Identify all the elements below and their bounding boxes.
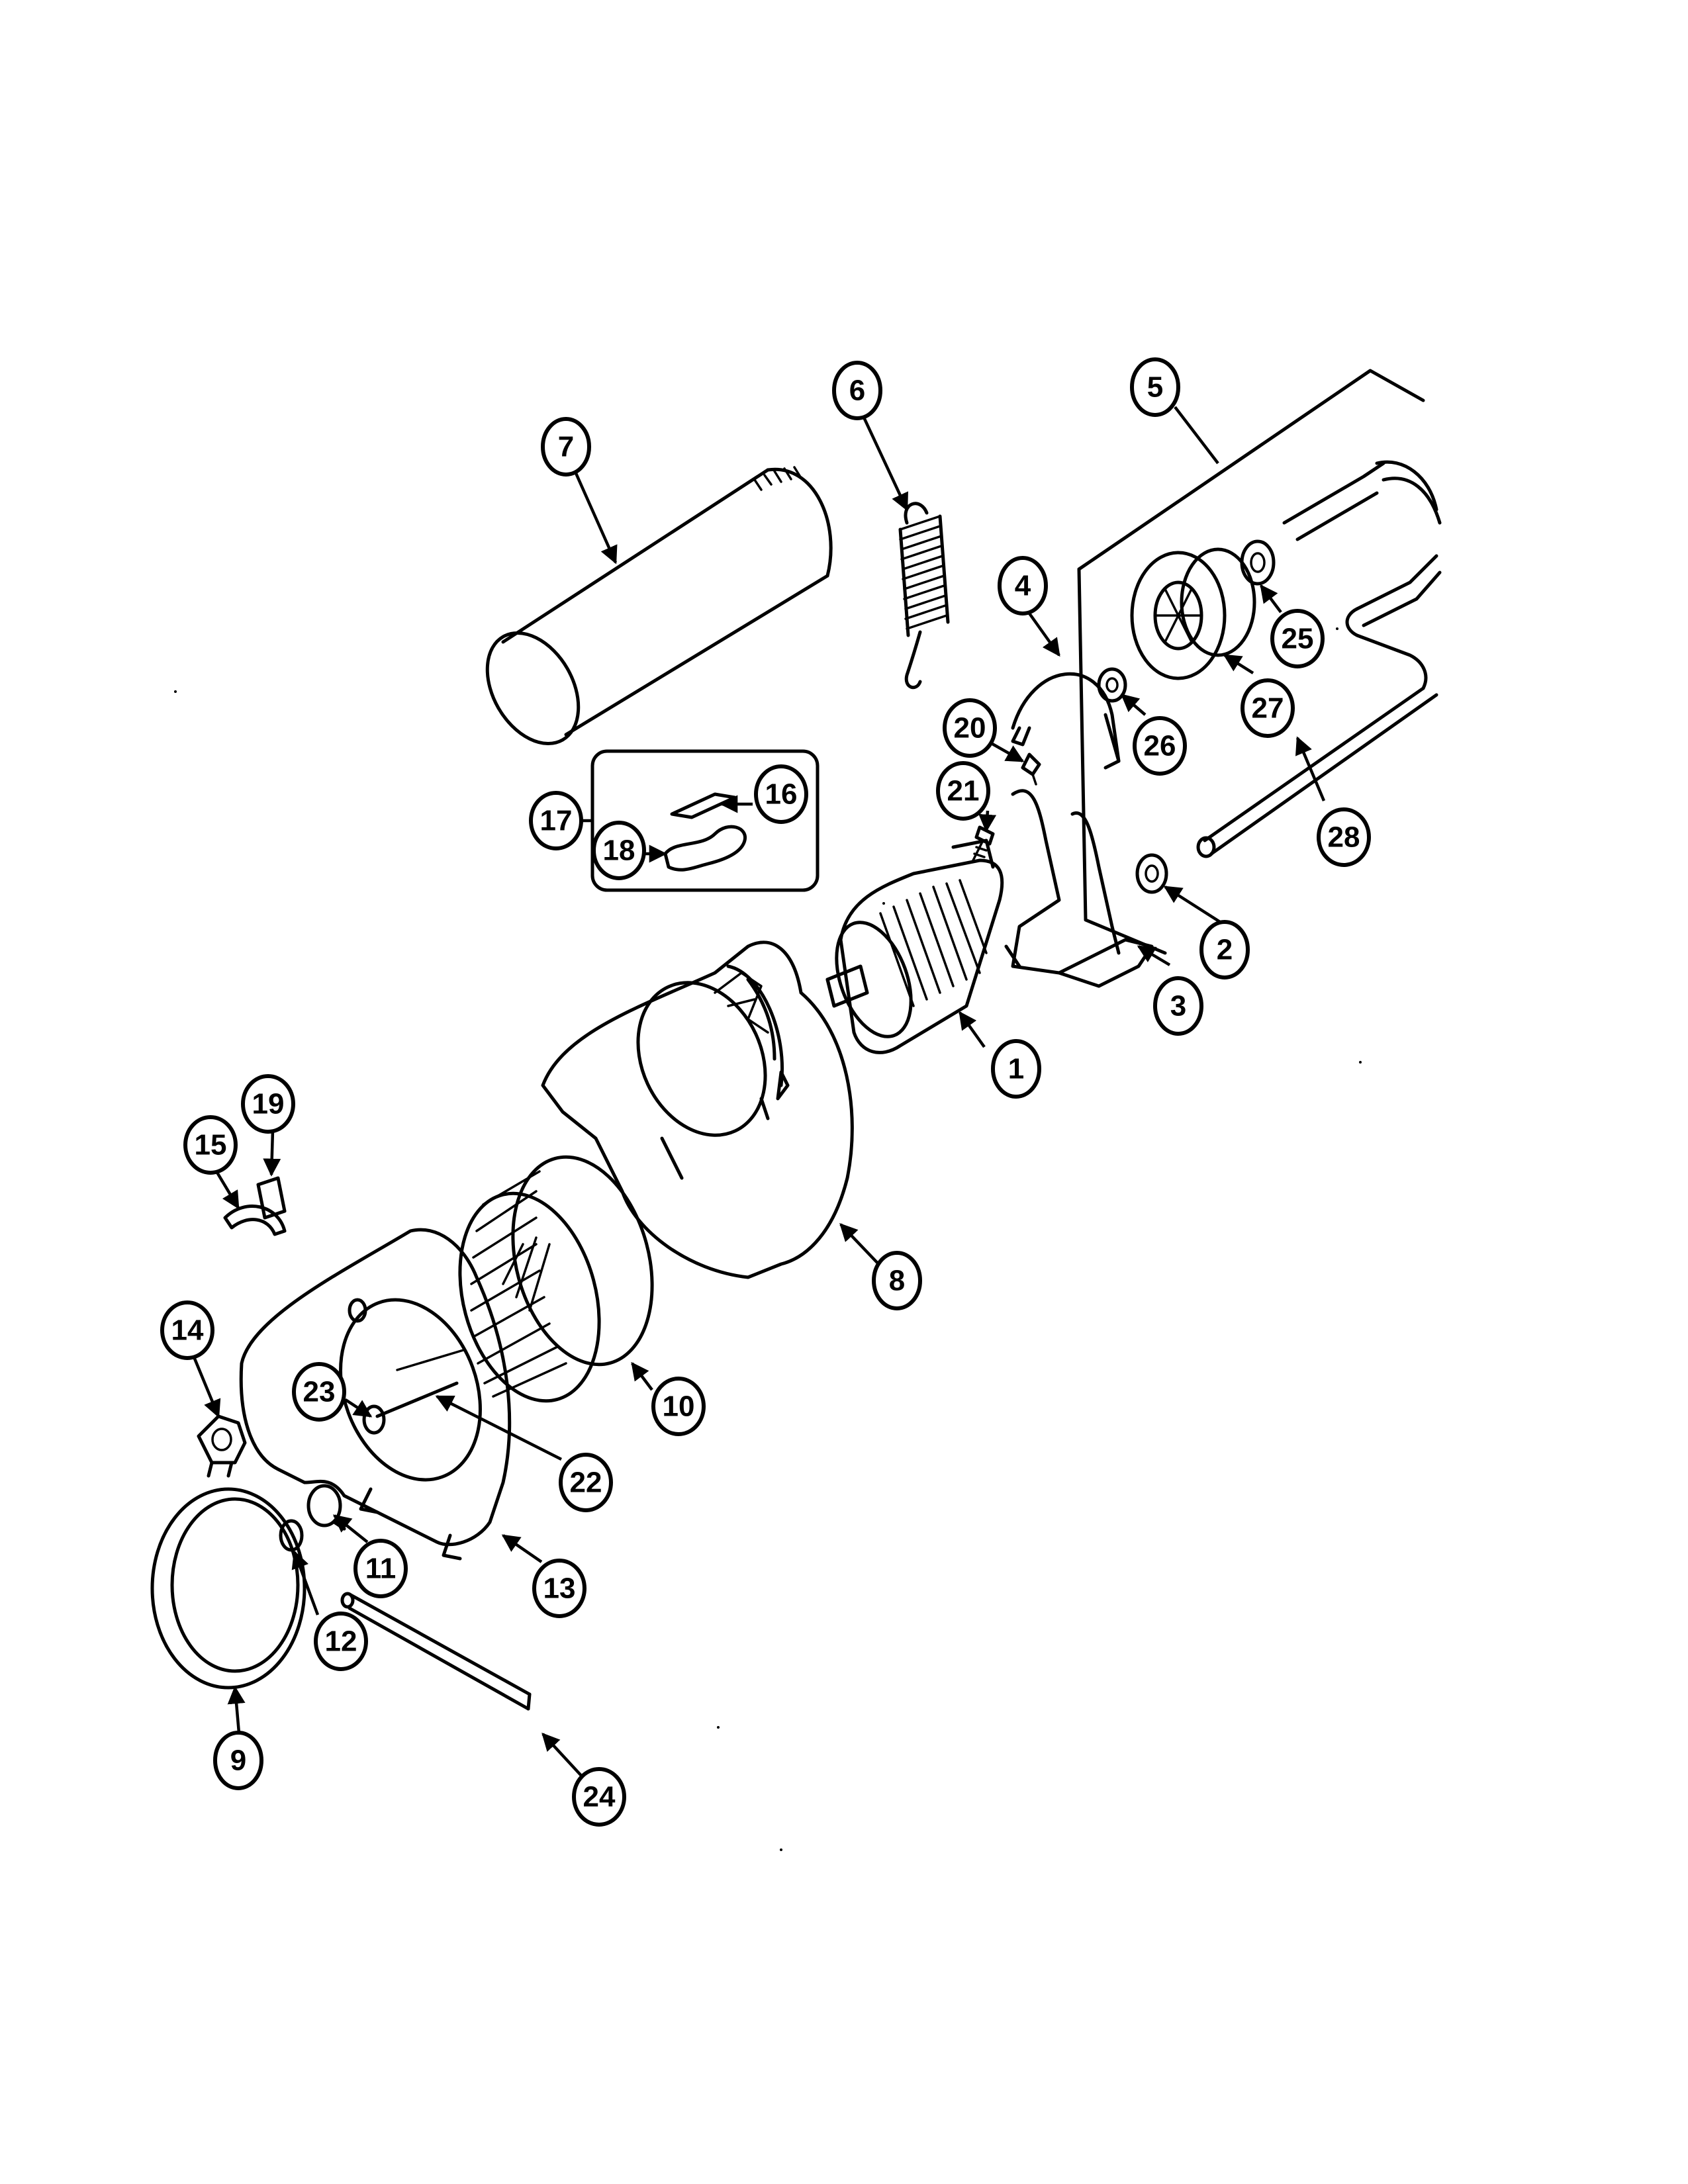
part-shaft-22 xyxy=(375,1381,459,1418)
svg-text:20: 20 xyxy=(954,712,986,745)
svg-text:1: 1 xyxy=(1008,1053,1024,1085)
part-seal-15 xyxy=(223,1205,287,1236)
svg-text:3: 3 xyxy=(1170,990,1186,1023)
callout-15: 15 xyxy=(183,1115,238,1175)
svg-text:11: 11 xyxy=(365,1553,397,1585)
svg-text:18: 18 xyxy=(603,835,635,867)
part-clamp-11 xyxy=(306,1484,346,1531)
callout-19: 19 xyxy=(241,1074,295,1134)
callout-3: 3 xyxy=(1153,976,1203,1036)
callout-6: 6 xyxy=(832,361,882,420)
callout-25: 25 xyxy=(1270,609,1325,668)
callout-4: 4 xyxy=(998,556,1048,615)
callout-24: 24 xyxy=(572,1767,626,1827)
part-blower-housing xyxy=(541,940,854,1279)
part-motor-bracket xyxy=(1004,789,1154,988)
part-washer-2 xyxy=(1135,853,1168,894)
svg-text:10: 10 xyxy=(663,1390,695,1423)
svg-text:8: 8 xyxy=(889,1265,905,1297)
callout-13: 13 xyxy=(532,1559,586,1618)
part-thermostat-14 xyxy=(197,1414,247,1478)
callout-22: 22 xyxy=(559,1453,613,1512)
svg-text:26: 26 xyxy=(1144,730,1176,762)
svg-text:9: 9 xyxy=(230,1745,246,1777)
svg-text:13: 13 xyxy=(543,1572,576,1605)
svg-text:5: 5 xyxy=(1147,371,1163,404)
callout-23: 23 xyxy=(292,1362,346,1422)
callout-17: 17 xyxy=(529,791,583,850)
callout-7: 7 xyxy=(541,417,591,477)
svg-text:21: 21 xyxy=(947,775,980,807)
callout-28: 28 xyxy=(1317,807,1371,867)
svg-text:2: 2 xyxy=(1217,934,1233,966)
callout-1: 1 xyxy=(991,1039,1041,1099)
svg-text:28: 28 xyxy=(1328,821,1360,854)
part-strap-24 xyxy=(340,1592,532,1711)
svg-text:22: 22 xyxy=(570,1467,602,1499)
part-frame-corner xyxy=(1077,369,1425,955)
part-ring-12 xyxy=(279,1519,304,1552)
callout-8: 8 xyxy=(872,1251,922,1310)
svg-text:4: 4 xyxy=(1015,570,1031,602)
svg-text:23: 23 xyxy=(303,1376,336,1408)
svg-text:17: 17 xyxy=(540,805,573,837)
part-nut-23 xyxy=(362,1404,386,1435)
part-drive-motor xyxy=(825,839,1004,1054)
callout-27: 27 xyxy=(1241,678,1295,738)
part-idler-pulley xyxy=(1130,547,1256,680)
part-drive-belt xyxy=(150,1487,306,1690)
part-tube-rod xyxy=(1196,460,1442,858)
svg-text:12: 12 xyxy=(325,1625,357,1658)
callout-2: 2 xyxy=(1199,920,1250,979)
part-motor-clip xyxy=(1011,672,1121,770)
svg-text:19: 19 xyxy=(252,1088,285,1120)
svg-text:14: 14 xyxy=(171,1314,204,1347)
callout-10: 10 xyxy=(651,1377,706,1436)
callout-20: 20 xyxy=(943,698,997,758)
part-tension-spring xyxy=(898,502,950,690)
callout-5: 5 xyxy=(1130,357,1180,417)
callout-16: 16 xyxy=(754,764,808,824)
svg-text:6: 6 xyxy=(849,375,865,407)
callout-26: 26 xyxy=(1133,716,1187,776)
svg-text:27: 27 xyxy=(1252,692,1284,725)
leader-lines xyxy=(191,406,1326,1778)
callout-11: 11 xyxy=(353,1539,408,1598)
part-cylinder-sleeve xyxy=(485,466,833,746)
part-washer-25 xyxy=(1240,539,1276,586)
part-screw-20 xyxy=(1021,752,1041,786)
callout-9: 9 xyxy=(213,1731,263,1790)
scan-specks xyxy=(174,627,1362,1851)
svg-text:15: 15 xyxy=(195,1129,227,1161)
part-blower-cover-plate xyxy=(239,1228,512,1561)
svg-text:7: 7 xyxy=(558,431,574,463)
svg-text:24: 24 xyxy=(583,1781,616,1813)
callout-12: 12 xyxy=(314,1612,368,1671)
callout-18: 18 xyxy=(592,821,646,880)
callout-14: 14 xyxy=(160,1300,214,1360)
part-blower-wheel xyxy=(458,1155,654,1403)
svg-text:16: 16 xyxy=(765,778,798,811)
part-pad-19 xyxy=(256,1176,287,1220)
callout-21: 21 xyxy=(936,761,990,821)
svg-text:25: 25 xyxy=(1282,623,1314,655)
